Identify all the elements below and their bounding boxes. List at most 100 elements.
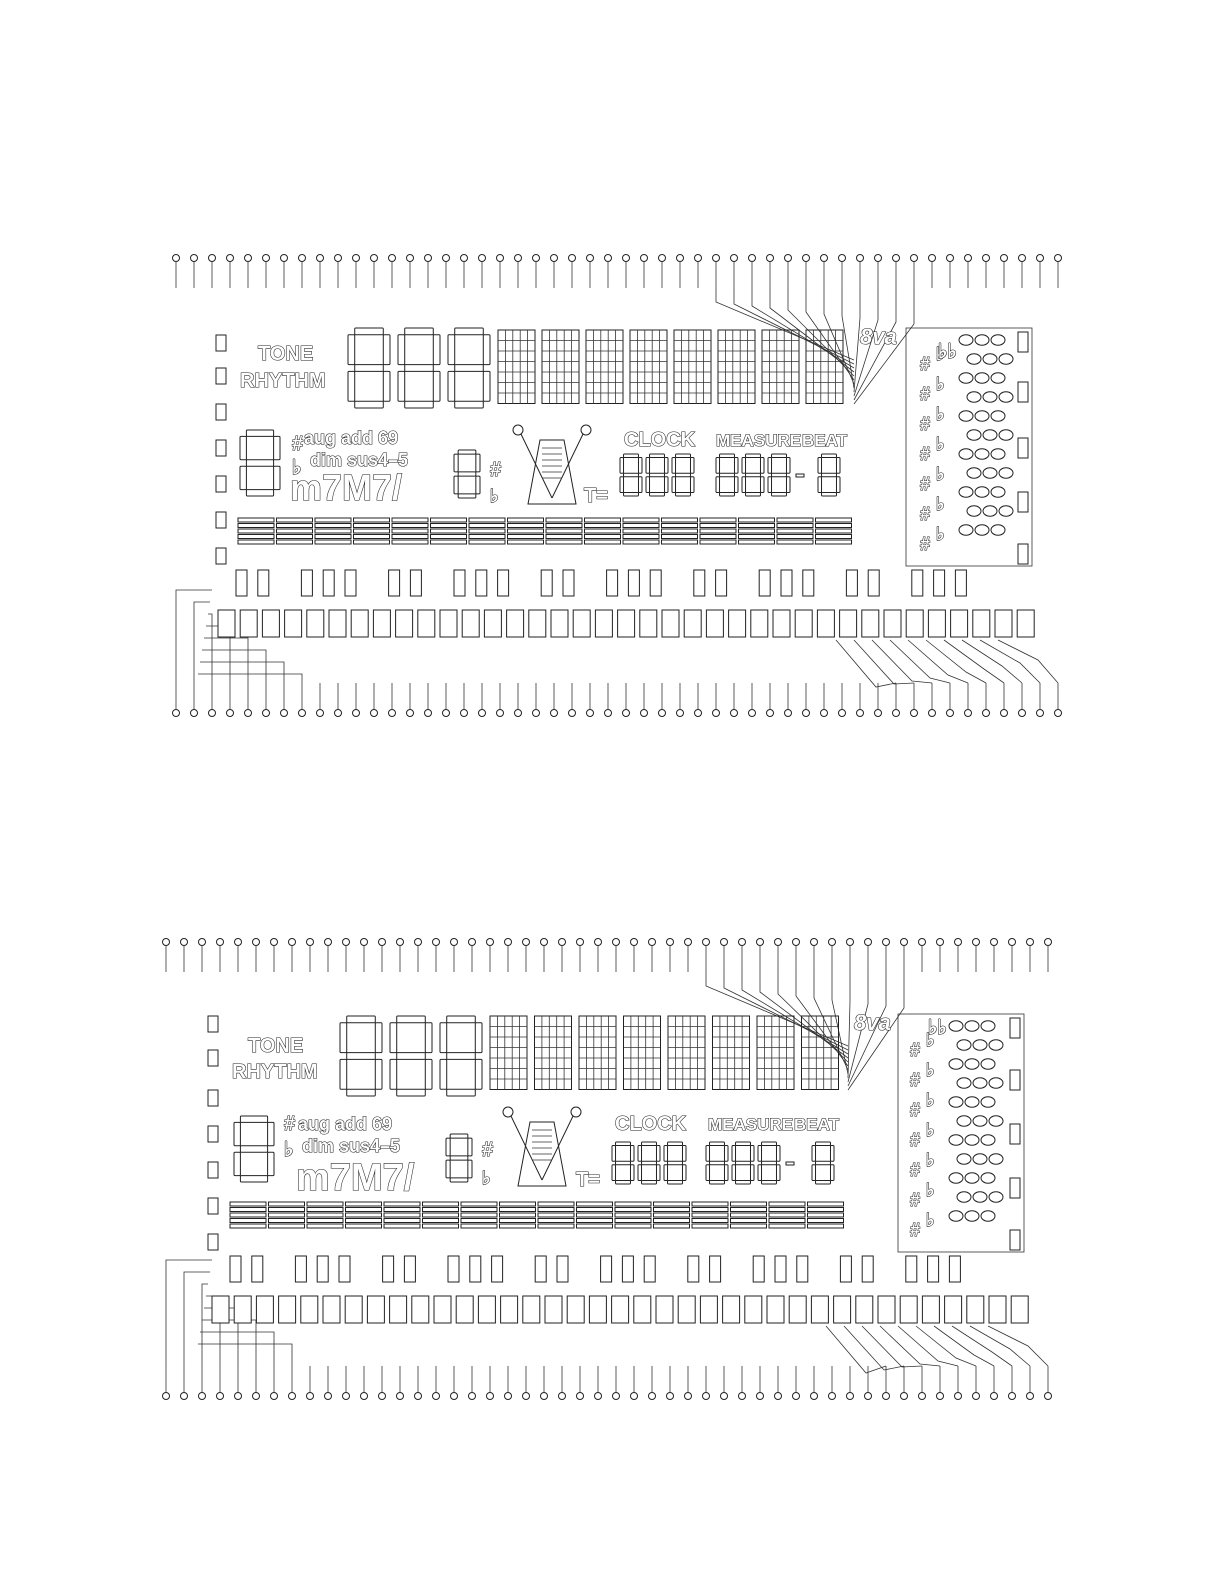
connector-pin-icon bbox=[173, 710, 180, 717]
bar-segment bbox=[623, 540, 659, 544]
bar-segment bbox=[692, 1224, 728, 1228]
level-bar bbox=[585, 518, 621, 544]
keyboard-key-icon bbox=[501, 1296, 518, 1323]
keyboard-key-icon bbox=[955, 570, 966, 596]
flat-sign: ♭ bbox=[936, 404, 945, 424]
connector-pin-icon bbox=[443, 710, 450, 717]
keyboard-key-icon bbox=[694, 570, 705, 596]
connector-pin-icon bbox=[811, 1393, 818, 1400]
keyboard-key-icon bbox=[301, 1296, 318, 1323]
seven-segment-digit-icon bbox=[818, 454, 840, 496]
side-pad bbox=[1018, 332, 1028, 352]
flat-sign: ♭ bbox=[926, 1210, 935, 1230]
segment-vertical bbox=[383, 371, 390, 401]
segment-vertical bbox=[440, 1059, 447, 1089]
trace-left bbox=[184, 1272, 210, 1366]
segment-horizontal bbox=[616, 1180, 631, 1184]
connector-pin-icon bbox=[659, 255, 666, 262]
tone-digits bbox=[340, 1016, 482, 1096]
keyboard-key-icon bbox=[773, 610, 790, 637]
connector-pin-icon bbox=[245, 710, 252, 717]
segment-vertical bbox=[620, 477, 624, 493]
tone-label: TONE bbox=[248, 1035, 303, 1057]
bar-segment bbox=[769, 1224, 805, 1228]
segment-vertical bbox=[433, 335, 440, 365]
connector-pin-icon bbox=[731, 710, 738, 717]
connector-pin-icon bbox=[947, 710, 954, 717]
dot-matrix-character-icon bbox=[668, 1016, 705, 1090]
beat-label: BEAT bbox=[802, 431, 848, 450]
keyboard-key-icon bbox=[523, 1296, 540, 1323]
metronome-weight bbox=[513, 425, 523, 435]
bass-sharp-sign: # bbox=[490, 459, 501, 481]
segment-horizontal bbox=[624, 492, 639, 496]
note-staff: #♭#♭#♭#♭#♭#♭#♭ bbox=[910, 1021, 1003, 1240]
note-head-icon bbox=[991, 449, 1005, 459]
segment-vertical bbox=[390, 1059, 397, 1089]
matrix-frame bbox=[624, 1016, 661, 1090]
connector-pin-icon bbox=[929, 710, 936, 717]
segment-vertical bbox=[776, 1165, 780, 1181]
segment-vertical bbox=[724, 1146, 728, 1162]
connector-pin-icon bbox=[857, 710, 864, 717]
seven-segment-digit-icon bbox=[240, 430, 280, 496]
sharp-sign: # bbox=[920, 354, 930, 374]
keyboard-key-icon bbox=[789, 1296, 806, 1323]
bar-segment bbox=[585, 540, 621, 544]
bar-segment bbox=[700, 524, 736, 528]
segment-vertical bbox=[638, 1146, 642, 1162]
bar-segment bbox=[423, 1208, 459, 1212]
bar-segment bbox=[585, 518, 621, 522]
note-head-icon bbox=[959, 487, 973, 497]
segment-horizontal bbox=[746, 473, 761, 477]
keyboard-key-icon bbox=[404, 1256, 415, 1282]
clock-digits bbox=[620, 454, 840, 496]
connector-pin-icon bbox=[253, 1393, 260, 1400]
connector-pin-icon bbox=[191, 710, 198, 717]
segment-vertical bbox=[742, 458, 746, 474]
bar-segment bbox=[238, 535, 274, 539]
bar-segment bbox=[546, 518, 582, 522]
keyboard-key-icon bbox=[390, 1296, 407, 1323]
bar-segment bbox=[816, 529, 852, 533]
connector-pin-icon bbox=[757, 1393, 764, 1400]
connector-pin-icon bbox=[595, 939, 602, 946]
connector-pin-icon bbox=[595, 1393, 602, 1400]
side-pad bbox=[208, 1126, 218, 1142]
segment-horizontal bbox=[405, 401, 434, 408]
bar-segment bbox=[692, 1219, 728, 1223]
trace-right bbox=[934, 1326, 994, 1366]
metronome-weight bbox=[581, 425, 591, 435]
dot-matrix-display bbox=[490, 1016, 839, 1090]
connector-pin-icon bbox=[415, 1393, 422, 1400]
segment-horizontal bbox=[746, 454, 761, 458]
connector-pin-icon bbox=[515, 710, 522, 717]
segment-horizontal bbox=[676, 492, 691, 496]
keyboard-key-icon bbox=[218, 610, 235, 637]
matrix-frame bbox=[490, 1016, 527, 1090]
connector-pin-icon bbox=[847, 1393, 854, 1400]
segment-vertical bbox=[656, 1165, 660, 1181]
bar-segment bbox=[508, 529, 544, 533]
keyboard-key-icon bbox=[230, 1256, 241, 1282]
connector-pin-icon bbox=[587, 255, 594, 262]
note-head-icon bbox=[965, 1021, 979, 1031]
segment-horizontal bbox=[240, 1176, 267, 1182]
segment-horizontal bbox=[240, 1146, 267, 1152]
trace-right bbox=[998, 640, 1058, 683]
connector-pin-icon bbox=[361, 1393, 368, 1400]
keyboard-key-icon bbox=[448, 1256, 459, 1282]
flat-sign: ♭ bbox=[926, 1060, 935, 1080]
trace-right bbox=[844, 1326, 904, 1370]
keyboard-key-icon bbox=[212, 1296, 229, 1323]
bar-segment bbox=[777, 529, 813, 533]
connector-pin-icon bbox=[757, 939, 764, 946]
keyboard-key-icon bbox=[862, 610, 879, 637]
connector-pin-icon bbox=[767, 255, 774, 262]
note-head-icon bbox=[965, 1097, 979, 1107]
bar-segment bbox=[461, 1213, 497, 1217]
segment-vertical bbox=[812, 1165, 816, 1181]
seven-segment-digit-icon bbox=[390, 1016, 432, 1096]
bar-segment bbox=[431, 524, 467, 528]
bar-segment bbox=[500, 1219, 536, 1223]
